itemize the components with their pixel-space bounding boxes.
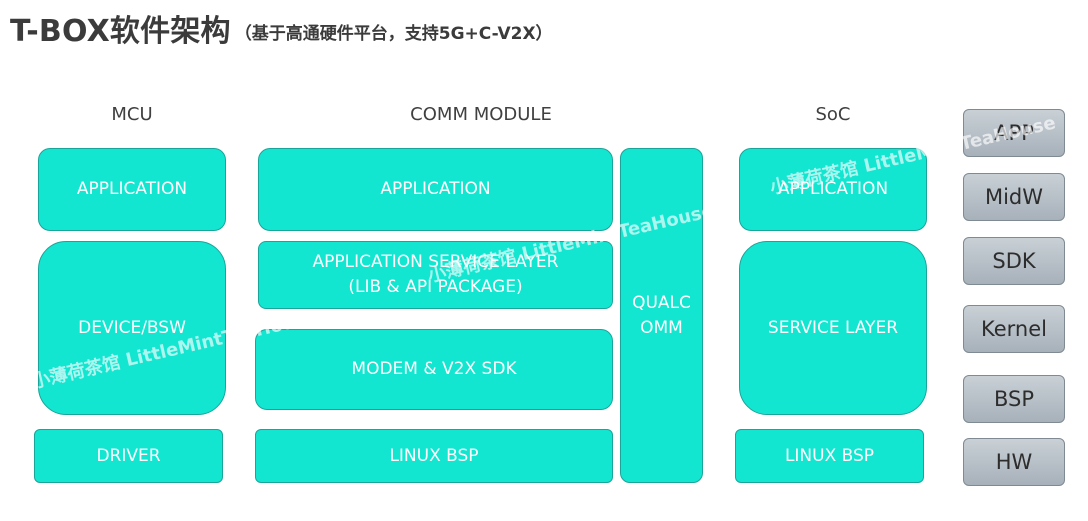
layer-midw: MidW bbox=[963, 173, 1065, 221]
comm-application-block: APPLICATION bbox=[258, 148, 613, 231]
layer-kernel: Kernel bbox=[963, 305, 1065, 353]
comm-application-service-layer-block: APPLICATION SERVICE LAYER (LIB & API PAC… bbox=[258, 241, 613, 309]
soc-service-layer-block: SERVICE LAYER bbox=[739, 241, 927, 415]
title-subtitle: （基于高通硬件平台，支持5G+C-V2X） bbox=[234, 24, 553, 44]
layer-hw: HW bbox=[963, 438, 1065, 486]
title-main: T-BOX软件架构 bbox=[10, 14, 231, 49]
mcu-device-bsw-block: DEVICE/BSW bbox=[38, 241, 226, 415]
column-label-comm-module: COMM MODULE bbox=[410, 104, 552, 125]
layer-sdk: SDK bbox=[963, 237, 1065, 285]
comm-linux-bsp-block: LINUX BSP bbox=[255, 429, 613, 483]
soc-application-block: APPLICATION bbox=[739, 148, 927, 231]
mcu-application-block: APPLICATION bbox=[38, 148, 226, 231]
page-title: T-BOX软件架构（基于高通硬件平台，支持5G+C-V2X） bbox=[10, 6, 553, 50]
comm-qualcomm-block: QUALC OMM bbox=[620, 148, 703, 483]
comm-modem-v2x-sdk-block: MODEM & V2X SDK bbox=[255, 329, 613, 410]
column-label-soc: SoC bbox=[815, 104, 851, 125]
mcu-driver-block: DRIVER bbox=[34, 429, 223, 483]
column-label-mcu: MCU bbox=[111, 104, 153, 125]
soc-linux-bsp-block: LINUX BSP bbox=[735, 429, 924, 483]
layer-app: APP bbox=[963, 109, 1065, 157]
layer-bsp: BSP bbox=[963, 375, 1065, 423]
